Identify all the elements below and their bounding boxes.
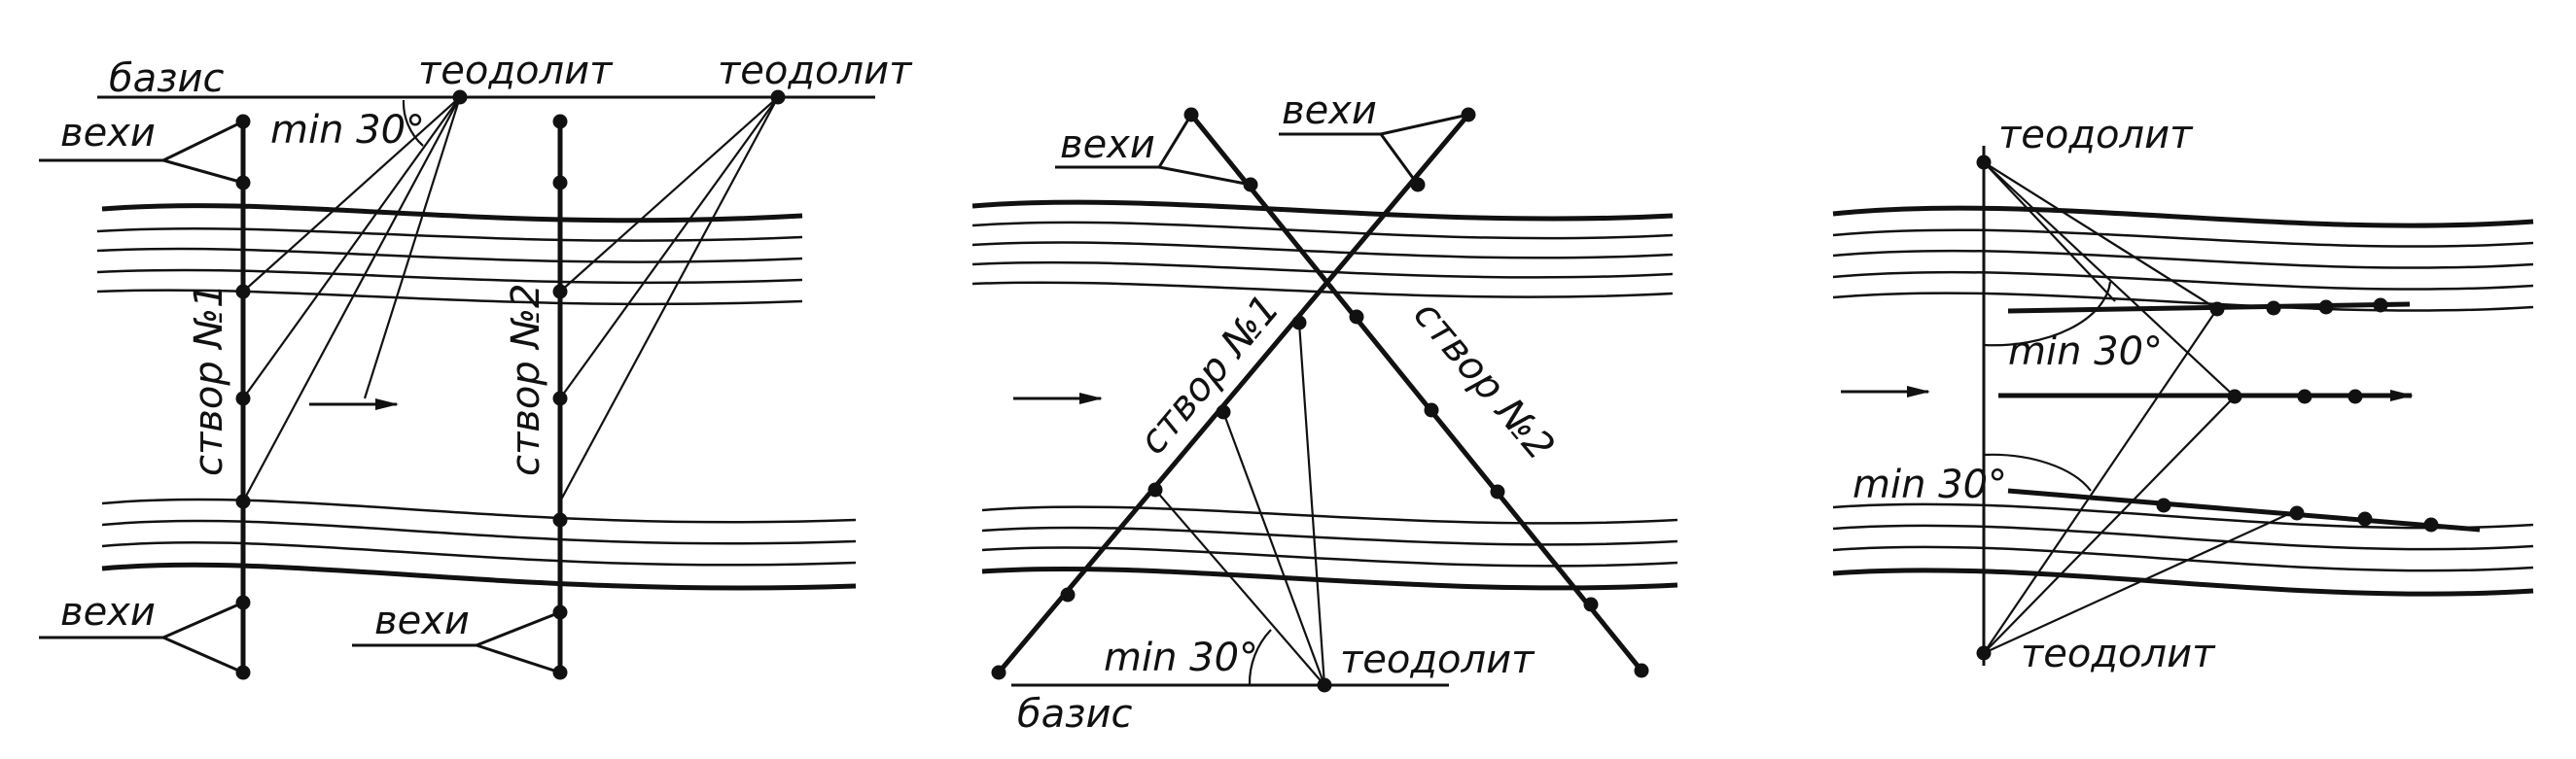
panel-3-labels: теодолит min 30° min 30° теодолит bbox=[1853, 113, 2216, 676]
poles-marker-top-left bbox=[39, 120, 244, 185]
panel-1-points bbox=[235, 89, 786, 680]
poles-marker-bottom-right bbox=[352, 610, 561, 674]
angle-arc bbox=[402, 99, 424, 147]
panel-2-labels: вехи вехи створ №1 створ №2 min 30° теод… bbox=[1017, 88, 1563, 737]
min-angle-label: min 30° bbox=[270, 108, 425, 153]
poles-label-2-right: вехи bbox=[1282, 88, 1377, 133]
poles-marker-bottom-left bbox=[39, 601, 244, 674]
angle-arc-3a bbox=[1983, 281, 2112, 347]
panel-3-points bbox=[1976, 155, 2439, 661]
section-2-label: створ №2 bbox=[504, 284, 548, 477]
poles-label-bottom-left: вехи bbox=[60, 590, 156, 635]
section-1-label: створ №1 bbox=[187, 284, 231, 477]
sight-lines-theodolite-1 bbox=[242, 96, 462, 502]
river-bank-upper-2 bbox=[971, 199, 1674, 298]
poles-marker-2-left bbox=[1055, 114, 1252, 187]
river-bank-upper-3 bbox=[1832, 205, 2534, 312]
theodolite-label-1: теодолит bbox=[418, 49, 614, 93]
min-angle-label-3a: min 30° bbox=[2008, 329, 2163, 374]
section-2-line-2 bbox=[1189, 113, 1643, 673]
theodolite-label-5: теодолит bbox=[2021, 632, 2216, 676]
sight-lines-panel-2 bbox=[1154, 322, 1326, 686]
sight-lines-theodolite-2 bbox=[559, 96, 779, 502]
theodolite-label-2: теодолит bbox=[718, 49, 913, 93]
section-line-3a bbox=[2007, 301, 2411, 314]
panel-1-parallel-sections bbox=[39, 95, 875, 674]
section-2-label-2: створ №2 bbox=[1404, 293, 1563, 469]
panel-2-crossed-sections bbox=[971, 113, 1678, 687]
basis-label: базис bbox=[109, 56, 224, 101]
theodolite-label-4: теодолит bbox=[1998, 113, 2194, 157]
poles-label-2-left: вехи bbox=[1060, 122, 1155, 167]
river-bank-upper bbox=[96, 203, 803, 306]
poles-label-bottom-right: вехи bbox=[374, 599, 470, 643]
panel-3-oblique-sections bbox=[1832, 146, 2534, 666]
section-line-3c bbox=[2007, 488, 2481, 533]
panel-2-points bbox=[991, 107, 1649, 693]
river-bank-lower-2 bbox=[981, 505, 1678, 591]
min-angle-label-3b: min 30° bbox=[1853, 463, 2007, 507]
section-1-line-2 bbox=[997, 113, 1470, 674]
poles-marker-2-right bbox=[1279, 113, 1469, 186]
sight-lines-panel-3 bbox=[1983, 161, 2298, 655]
angle-arc-2 bbox=[1248, 629, 1272, 686]
section-1-label-2: створ №1 bbox=[1130, 287, 1288, 464]
angle-arc-3b bbox=[1983, 453, 2092, 492]
river-bank-lower bbox=[101, 498, 857, 591]
theodolite-label-3: теодолит bbox=[1340, 638, 1535, 682]
min-angle-label-2: min 30° bbox=[1104, 636, 1258, 680]
river-bank-lower-3 bbox=[1832, 502, 2534, 597]
poles-label-top-left: вехи bbox=[60, 111, 156, 155]
panel-1-labels: базис теодолит теодолит min 30° вехи вех… bbox=[60, 49, 913, 643]
basis-label-2: базис bbox=[1017, 692, 1132, 737]
